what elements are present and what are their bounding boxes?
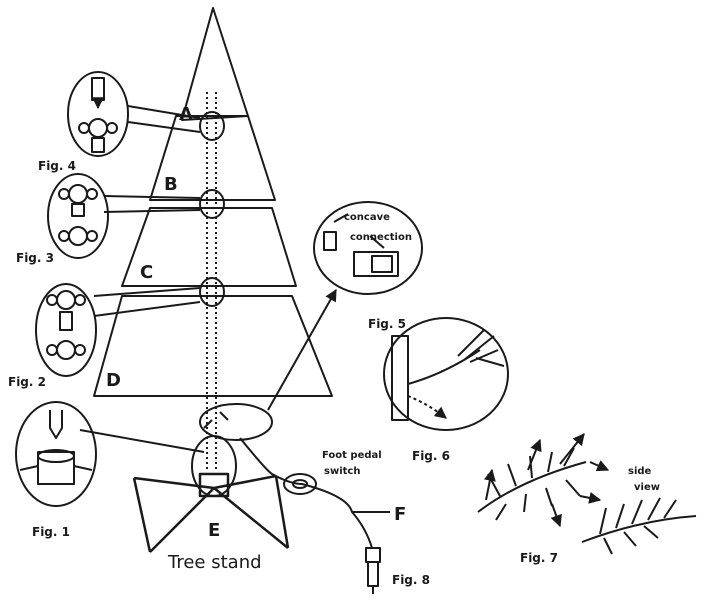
switch-label: switch xyxy=(324,466,360,477)
figure-labels: Fig. 4 Fig. 3 Fig. 2 Fig. 1 Fig. 5 Fig. … xyxy=(8,159,558,587)
section-b-shape xyxy=(149,115,276,201)
fig6-label: Fig. 6 xyxy=(412,449,450,463)
fig6-detail xyxy=(383,317,509,431)
label-b: B xyxy=(164,174,178,195)
fig4-detail xyxy=(67,71,201,157)
fig5-label: Fig. 5 xyxy=(368,317,406,331)
power-cord xyxy=(239,437,373,549)
section-d-shape xyxy=(93,295,333,397)
joint-cd xyxy=(199,277,225,307)
fig8-label: Fig. 8 xyxy=(392,573,430,587)
callout-labels: concave connection Foot pedal switch sid… xyxy=(322,212,660,493)
fig3-label: Fig. 3 xyxy=(16,251,54,265)
fig4-label: Fig. 4 xyxy=(38,159,76,173)
tree-stand xyxy=(132,472,290,553)
concave-label: concave xyxy=(344,212,390,223)
fig2-label: Fig. 2 xyxy=(8,375,46,389)
label-d: D xyxy=(106,370,121,391)
foot-pedal-switch xyxy=(283,473,317,495)
joint-ab xyxy=(199,111,225,141)
tree-stand-label: Tree stand xyxy=(167,552,262,573)
fig7-branches xyxy=(477,433,697,555)
label-c: C xyxy=(140,262,153,283)
fig5-leader xyxy=(267,288,337,411)
label-e: E xyxy=(208,520,220,541)
fig5-detail xyxy=(313,201,423,295)
plug xyxy=(365,547,381,594)
fig3-detail xyxy=(47,173,201,259)
section-labels: A B C D E F Tree stand xyxy=(106,104,406,573)
side-label: side xyxy=(628,466,652,477)
light-connector-oval xyxy=(199,403,273,441)
fig1-label: Fig. 1 xyxy=(32,525,70,539)
center-pole xyxy=(206,92,217,470)
joint-bc xyxy=(199,189,225,219)
label-a: A xyxy=(179,104,193,125)
connection-label: connection xyxy=(350,232,412,243)
foot-pedal-label: Foot pedal xyxy=(322,450,382,461)
fig1-detail xyxy=(15,401,205,507)
section-c-shape xyxy=(121,207,297,287)
fig2-detail xyxy=(35,283,201,377)
label-f: F xyxy=(394,504,406,525)
fig7-label: Fig. 7 xyxy=(520,551,558,565)
view-label: view xyxy=(634,482,660,493)
